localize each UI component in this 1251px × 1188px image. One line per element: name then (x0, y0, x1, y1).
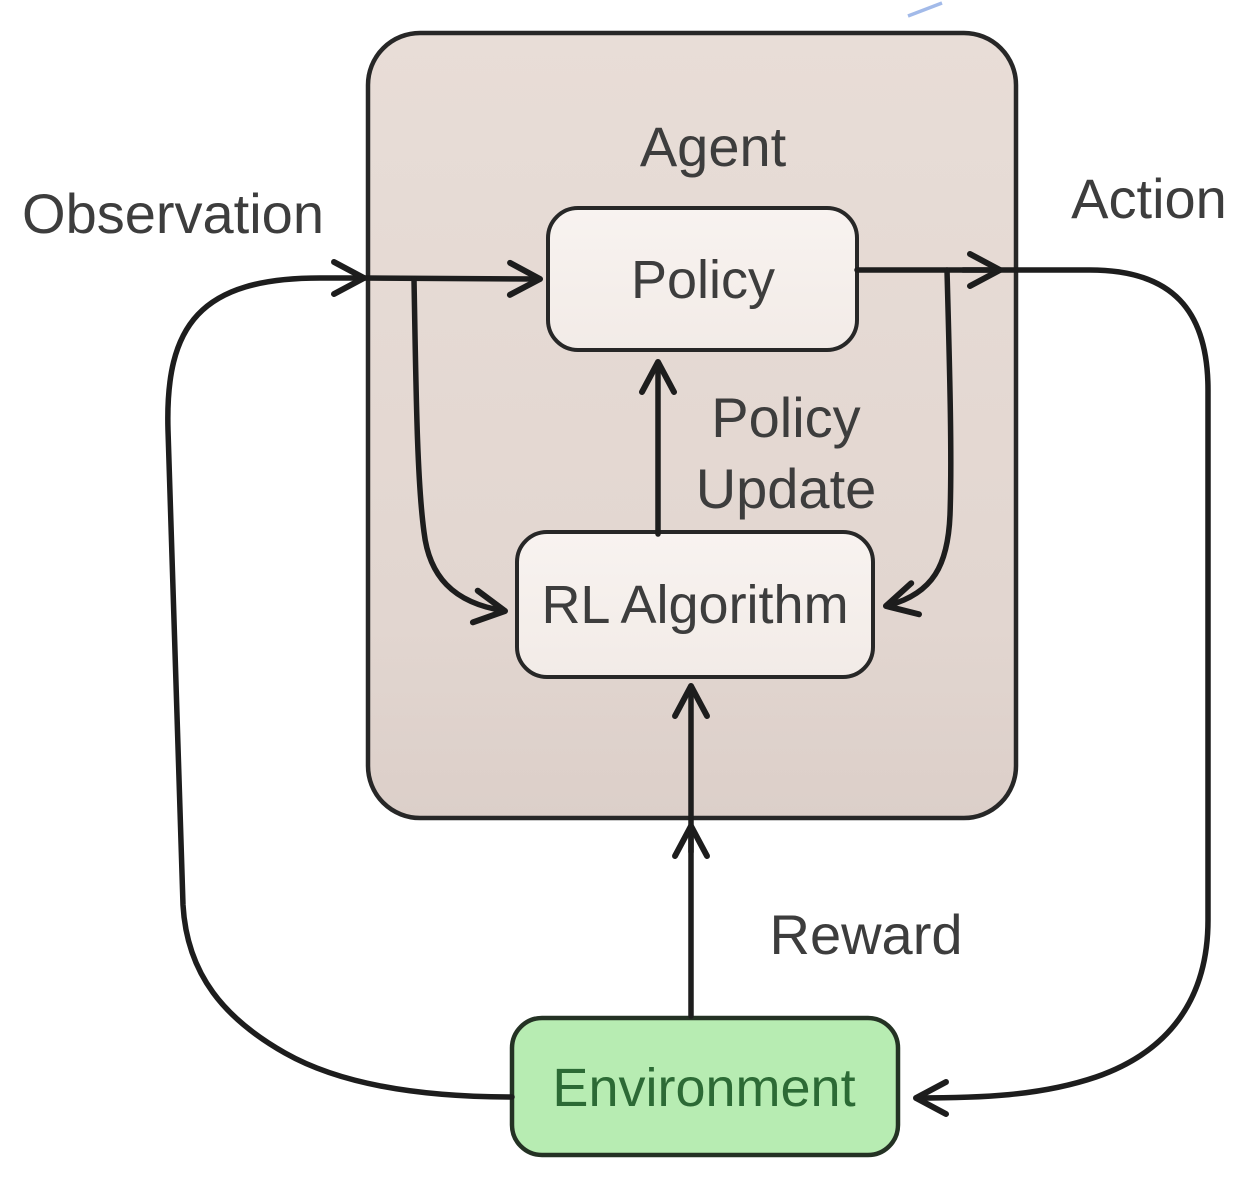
environment-box-shape (509, 1015, 901, 1158)
action-branch-arrow (883, 267, 954, 618)
rl-algorithm-label: RL Algorithm (541, 575, 848, 635)
action-arrow (913, 267, 1211, 1117)
reward-label: Reward (770, 903, 963, 966)
policy-label: Policy (631, 250, 775, 310)
rl-algorithm-box: RL Algorithm (515, 530, 875, 679)
observation-label: Observation (22, 182, 324, 245)
policy-update-label-line1: Policy (711, 386, 860, 449)
environment-box: Environment (509, 1015, 901, 1158)
observation-branch-arrow (411, 276, 508, 626)
policy-box-shape (546, 206, 859, 352)
rl-algorithm-box-shape (515, 530, 875, 679)
policy-update-label-line2: Update (696, 457, 877, 520)
observation-arrow (165, 259, 515, 1100)
environment-label: Environment (552, 1058, 855, 1118)
artifact-mark (907, 1, 943, 18)
policy-update-label: Policy Update (696, 386, 877, 520)
policy-box: Policy (546, 206, 859, 352)
agent-label: Agent (640, 115, 787, 178)
observation-arrow-to-policy (361, 259, 543, 298)
action-label: Action (1071, 167, 1227, 230)
